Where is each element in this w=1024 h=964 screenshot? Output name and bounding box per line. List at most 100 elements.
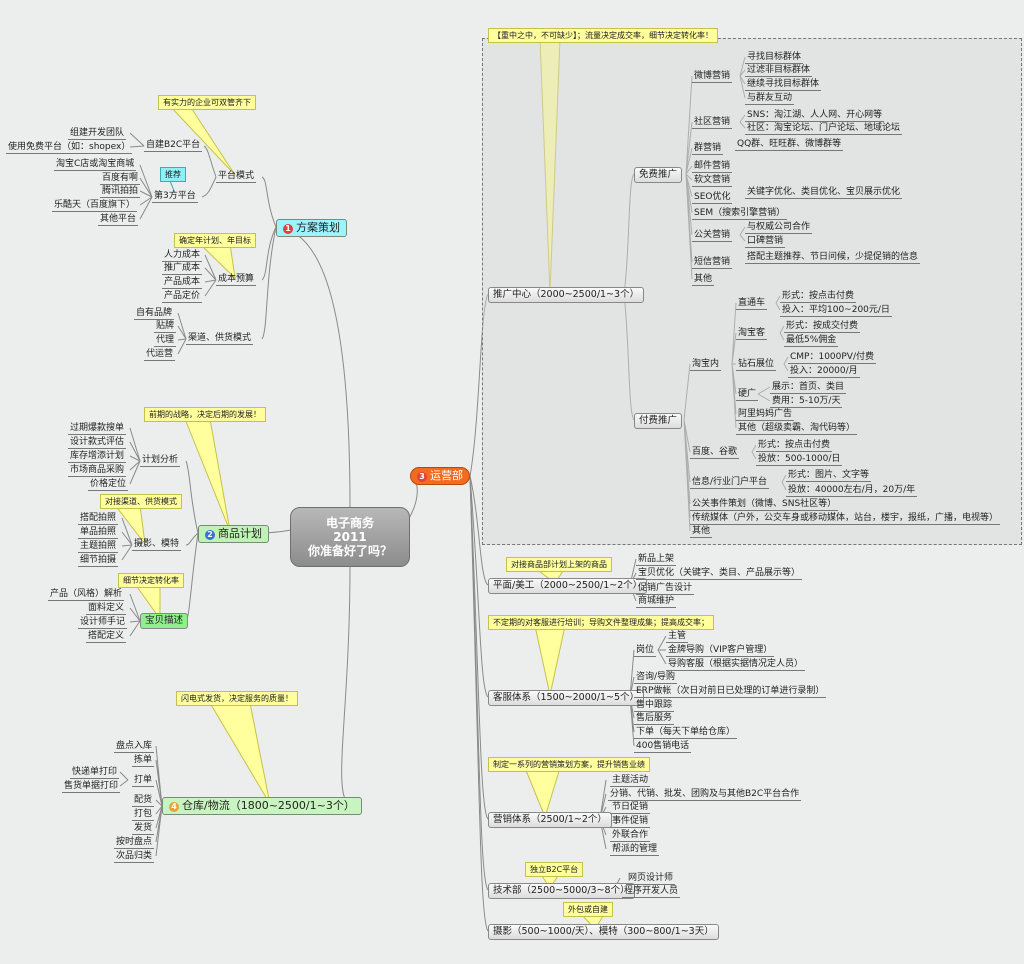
wh-item[interactable]: 拣单 [132, 755, 155, 767]
sem-marketing[interactable]: SEM（搜索引擎营销） [692, 208, 788, 220]
pr-marketing[interactable]: 公关营销 [692, 230, 733, 242]
tech-item[interactable]: 网页设计师 [626, 873, 676, 885]
marketing-system[interactable]: 营销体系（2500/1~2个） [488, 812, 612, 828]
tbk-item[interactable]: 形式：按成交付费 [784, 321, 861, 333]
photo-model[interactable]: 摄影、模特 [132, 539, 182, 551]
article-marketing[interactable]: 软文营销 [692, 175, 733, 187]
design-team[interactable]: 平面/美工（2000~2500/1~2个） [488, 578, 648, 594]
cs-item[interactable]: 售中跟踪 [634, 700, 675, 712]
baidu-google[interactable]: 百度、谷歌 [690, 447, 740, 459]
weibo-item[interactable]: 寻找目标群体 [745, 52, 804, 64]
tbk-item[interactable]: 最低5%佣金 [784, 335, 839, 347]
budget-item[interactable]: 推广成本 [162, 263, 203, 275]
third-item[interactable]: 百度有啊 [100, 173, 141, 185]
wh-item[interactable]: 打包 [132, 809, 155, 821]
third-item[interactable]: 乐酷天（百度旗下） [52, 200, 138, 212]
third-item[interactable]: 腾讯拍拍 [100, 186, 141, 198]
free-promo[interactable]: 免费推广 [634, 167, 683, 183]
pr-item[interactable]: 与权威公司合作 [745, 222, 813, 234]
free-other[interactable]: 其他 [692, 274, 715, 286]
self-item[interactable]: 组建开发团队 [68, 128, 127, 140]
mkt-item[interactable]: 事件促销 [610, 816, 651, 828]
channel-item[interactable]: 贴牌 [154, 321, 177, 333]
item-description[interactable]: 宝贝描述 [140, 613, 189, 629]
channel-item[interactable]: 自有品牌 [134, 308, 175, 320]
hard-ad[interactable]: 硬广 [736, 389, 759, 401]
channel-item[interactable]: 代运营 [144, 349, 176, 361]
weibo-item[interactable]: 过滤非目标群体 [745, 65, 813, 77]
taobao-other[interactable]: 其他（超级卖霸、淘代码等） [736, 423, 858, 435]
analysis-item[interactable]: 设计款式评估 [68, 437, 127, 449]
desc-item[interactable]: 产品（风格）解析 [48, 589, 125, 601]
shoot-item[interactable]: 搭配拍照 [78, 513, 119, 525]
ztc-item[interactable]: 形式：按点击付费 [780, 291, 857, 303]
cs-item[interactable]: 咨询/导购 [634, 672, 678, 684]
wh-item[interactable]: 盘点入库 [114, 741, 155, 753]
mkt-item[interactable]: 外联合作 [610, 830, 651, 842]
design-item[interactable]: 宝贝优化（关键字、类目、产品展示等） [636, 568, 803, 580]
desc-item[interactable]: 设计师手记 [78, 617, 128, 629]
wh-item[interactable]: 按时盘点 [114, 837, 155, 849]
zs-item[interactable]: 投入：20000/月 [788, 366, 860, 378]
paid-promo[interactable]: 付费推广 [634, 413, 683, 429]
baidu-item[interactable]: 形式：按点击付费 [756, 440, 833, 452]
channel-mode[interactable]: 渠道、供货模式 [186, 333, 254, 345]
taobao-inner[interactable]: 淘宝内 [690, 359, 722, 371]
seo-item[interactable]: 关键字优化、类目优化、宝贝展示优化 [745, 187, 903, 199]
seo-optimization[interactable]: SEO优化 [692, 192, 733, 204]
weibo-item[interactable]: 继续寻找目标群体 [745, 79, 822, 91]
photo-model-team[interactable]: 摄影（500~1000/天）、模特（300~800/1~3天） [488, 924, 719, 940]
community-marketing[interactable]: 社区营销 [692, 117, 733, 129]
taobaoke[interactable]: 淘宝客 [736, 328, 768, 340]
portal-item[interactable]: 形式：图片、文字等 [786, 470, 872, 482]
analysis-item[interactable]: 过期爆款搜单 [68, 423, 127, 435]
mkt-item[interactable]: 帮派的管理 [610, 844, 660, 856]
third-item[interactable]: 其他平台 [98, 214, 139, 226]
cs-item[interactable]: 400售销电话 [634, 741, 692, 753]
desc-item[interactable]: 搭配定义 [86, 631, 127, 643]
weibo-marketing[interactable]: 微博营销 [692, 71, 733, 83]
budget-item[interactable]: 产品定价 [162, 291, 203, 303]
print-item[interactable]: 快递单打印 [70, 767, 120, 779]
wh-item[interactable]: 配货 [132, 795, 155, 807]
analysis-item[interactable]: 市场商品采购 [68, 465, 127, 477]
cs-item[interactable]: ERP做帐（次日对前日已处理的订单进行录制） [634, 686, 827, 698]
customer-service[interactable]: 客服体系（1500~2000/1~5个） [488, 690, 645, 706]
cs-item[interactable]: 售后服务 [634, 713, 675, 725]
print-item[interactable]: 售货单据打印 [62, 781, 121, 793]
community-item[interactable]: 社区：淘宝论坛、门户论坛、地域论坛 [745, 123, 903, 135]
plan-analysis[interactable]: 计划分析 [140, 455, 181, 467]
desc-item[interactable]: 面料定义 [86, 603, 127, 615]
promo-center[interactable]: 推广中心（2000~2500/1~3个） [488, 287, 645, 303]
pr-item[interactable]: 口碑营销 [745, 236, 786, 248]
channel-item[interactable]: 代理 [154, 335, 177, 347]
third-platform[interactable]: 第3方平台 [152, 191, 198, 203]
community-item[interactable]: SNS：淘江湖、人人网、开心网等 [745, 110, 885, 122]
design-item[interactable]: 新品上架 [636, 554, 677, 566]
cs-post[interactable]: 岗位 [634, 645, 657, 657]
platform-mode[interactable]: 平台模式 [216, 171, 257, 183]
yg-item[interactable]: 费用：5-10万/天 [770, 396, 843, 408]
traditional-media[interactable]: 传统媒体（户外，公交车身或移动媒体，站台，楼宇，报纸，广播，电视等） [690, 513, 1001, 525]
group-marketing[interactable]: 群营销 [692, 143, 724, 155]
analysis-item[interactable]: 库存增添计划 [68, 451, 127, 463]
paid-other[interactable]: 其他 [690, 526, 713, 538]
cs-item[interactable]: 下单（每天下单给仓库） [634, 727, 738, 739]
wh-item[interactable]: 次品归类 [114, 851, 155, 863]
self-item[interactable]: 使用免费平台（如：shopex） [6, 142, 133, 154]
mail-marketing[interactable]: 邮件营销 [692, 161, 733, 173]
mkt-item[interactable]: 节日促销 [610, 802, 651, 814]
design-item[interactable]: 促销广告设计 [636, 583, 695, 595]
ztc-item[interactable]: 投入：平均100~200元/日 [780, 305, 892, 317]
mkt-item[interactable]: 主题活动 [610, 775, 651, 787]
pr-event[interactable]: 公关事件策划（微博、SNS社区等） [690, 499, 839, 511]
shoot-item[interactable]: 单品拍照 [78, 527, 119, 539]
portal-item[interactable]: 投放：40000左右/月，20万/年 [786, 485, 918, 497]
group-item[interactable]: QQ群、旺旺群、微博群等 [735, 139, 844, 151]
post-item[interactable]: 金牌导购（VIP客户管理） [666, 645, 775, 657]
wh-print[interactable]: 打单 [132, 775, 155, 787]
yg-item[interactable]: 展示：首页、类目 [770, 382, 847, 394]
